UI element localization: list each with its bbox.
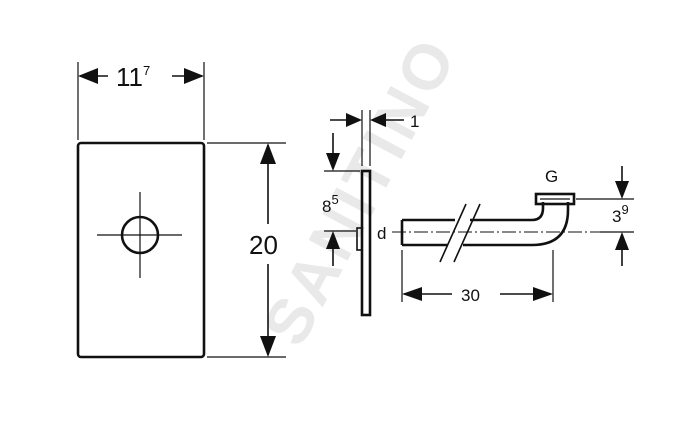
plate-opening bbox=[120, 215, 160, 255]
outlet-height-label: 85 bbox=[322, 192, 339, 216]
bend-outer bbox=[531, 202, 570, 247]
dim-plate-width: 117 bbox=[77, 62, 205, 140]
break-line-right bbox=[453, 203, 481, 263]
outlet-arrow-top bbox=[326, 153, 340, 171]
connector-label: G bbox=[545, 167, 558, 186]
outlet-arrow-bottom bbox=[326, 231, 340, 249]
thickness-label: 1 bbox=[410, 112, 419, 131]
height-label: 20 bbox=[249, 230, 278, 260]
dim-plate-height: 20 bbox=[207, 142, 286, 358]
dim-connector-offset: 39 bbox=[576, 166, 634, 266]
length-label: 30 bbox=[461, 286, 480, 305]
side-view bbox=[356, 169, 372, 317]
offset-label: 39 bbox=[612, 202, 629, 226]
front-view bbox=[76, 141, 206, 359]
plate-outline bbox=[76, 141, 206, 359]
dim-pipe-length: 30 bbox=[401, 250, 554, 305]
width-arrow-left bbox=[78, 68, 98, 84]
thickness-arrow-left bbox=[346, 113, 362, 127]
thickness-arrow-right bbox=[370, 113, 386, 127]
diameter-label: d bbox=[377, 224, 386, 243]
width-label: 117 bbox=[116, 62, 150, 92]
height-arrow-top bbox=[260, 143, 276, 164]
connector-nut bbox=[534, 192, 576, 206]
length-arrow-left bbox=[402, 287, 422, 301]
outlet-stub bbox=[356, 227, 363, 251]
width-arrow-right bbox=[184, 68, 204, 84]
pipe-elbow: d G bbox=[377, 167, 600, 263]
length-arrow-right bbox=[533, 287, 553, 301]
height-arrow-bottom bbox=[260, 336, 276, 357]
offset-arrow-top bbox=[615, 181, 629, 199]
dim-outlet-height: 85 bbox=[322, 133, 360, 266]
dim-plate-thickness: 1 bbox=[330, 110, 419, 166]
bend-inner bbox=[531, 202, 545, 222]
break-line-left bbox=[439, 203, 467, 263]
watermark-text: SANITINO bbox=[249, 25, 471, 357]
offset-arrow-bottom bbox=[615, 232, 629, 250]
